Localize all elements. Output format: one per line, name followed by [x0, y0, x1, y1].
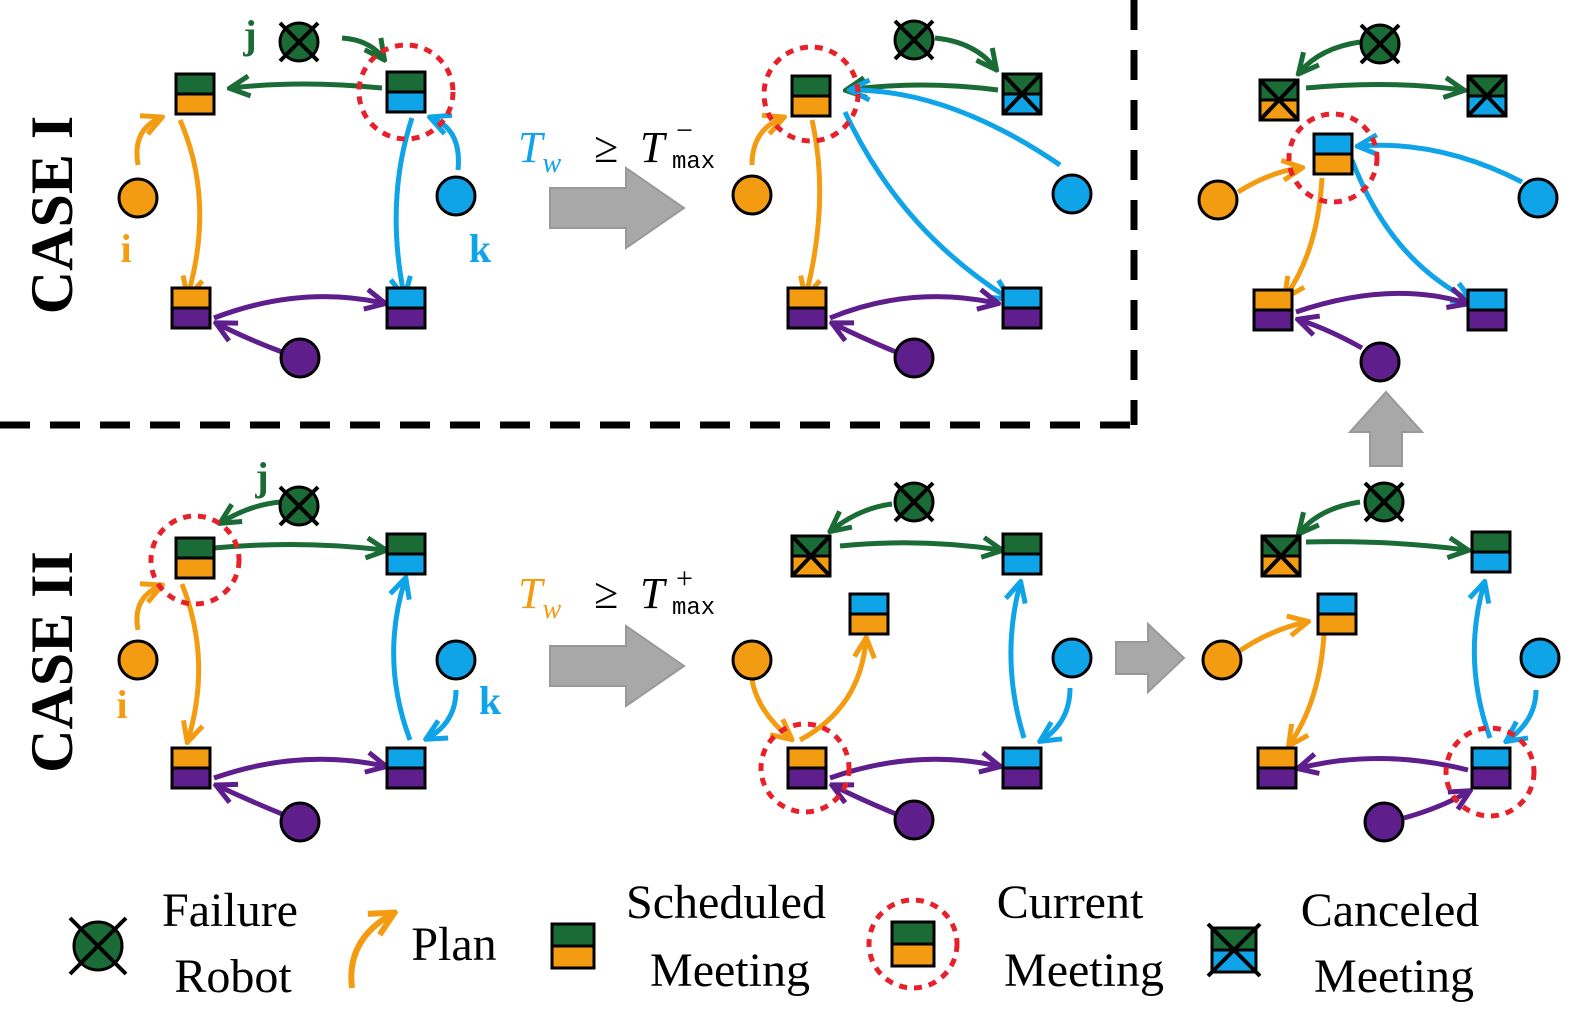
failure-robot-icon — [1359, 23, 1401, 65]
legend-plan: Plan — [411, 918, 496, 971]
case2-label: CASE II — [19, 551, 85, 773]
transition-arrow — [549, 166, 686, 250]
scheduled-meeting-icon — [1001, 746, 1043, 790]
robot-orange — [1201, 639, 1243, 681]
case2-condition: Tw ≥ T + max — [518, 562, 715, 625]
transition-arrow — [1115, 621, 1186, 695]
legend-canceled-line1: Canceled — [1301, 884, 1480, 937]
svg-text:T: T — [640, 569, 668, 618]
failure-robot-icon — [893, 19, 935, 61]
transition-arrow — [549, 624, 686, 708]
scheduled-meeting-icon — [1470, 530, 1512, 574]
legend-scheduled-line1: Scheduled — [626, 876, 826, 929]
legend-failure-line1: Failure — [162, 884, 298, 937]
case1-condition: Tw ≥ T − max — [518, 114, 715, 179]
robot-orange — [117, 639, 159, 681]
current-meeting-icon — [761, 44, 861, 144]
robot-blue — [1517, 177, 1559, 219]
scheduled-meeting-icon — [1316, 592, 1358, 636]
current-meeting-icon — [1286, 111, 1380, 205]
scheduled-meeting-icon — [550, 922, 596, 970]
scheduled-meeting-icon — [385, 532, 427, 576]
robot-purple — [1359, 341, 1401, 383]
scheduled-meeting-icon — [1252, 288, 1294, 332]
robot-blue — [1051, 173, 1093, 215]
robot-label-k: k — [479, 678, 502, 723]
robot-orange — [1197, 179, 1239, 221]
current-meeting-icon — [148, 513, 242, 607]
scheduled-meeting-icon — [786, 286, 828, 330]
svg-text:≥: ≥ — [594, 569, 618, 618]
scheduled-meeting-icon — [170, 286, 212, 330]
scheduled-meeting-icon — [1001, 532, 1043, 576]
svg-text:Tw: Tw — [518, 123, 561, 179]
robot-purple — [1363, 801, 1405, 843]
robot-orange — [731, 174, 773, 216]
current-meeting-icon — [758, 721, 852, 815]
failure-robot-icon — [278, 485, 320, 527]
legend-failure-line2: Robot — [174, 950, 292, 1003]
scheduled-meeting-icon — [1466, 288, 1508, 332]
robot-label-j: j — [242, 12, 256, 57]
scheduled-meeting-icon — [385, 746, 427, 790]
robot-blue — [435, 639, 477, 681]
canceled-meeting-icon — [1260, 534, 1302, 578]
current-meeting-icon — [866, 897, 960, 991]
robot-blue — [435, 175, 477, 217]
case2-panel3 — [1201, 481, 1561, 843]
svg-text:max: max — [672, 149, 715, 176]
robot-orange — [117, 177, 159, 219]
case2-panel2 — [731, 481, 1093, 841]
robot-purple — [279, 337, 321, 379]
legend-scheduled-line2: Meeting — [650, 944, 810, 997]
failure-robot-icon — [893, 481, 935, 523]
robot-orange — [731, 639, 773, 681]
canceled-meeting-icon — [1258, 78, 1300, 122]
failure-robot-icon — [278, 21, 320, 63]
svg-text:max: max — [672, 595, 715, 622]
svg-text:+: + — [676, 562, 693, 595]
case1-label: CASE I — [19, 116, 85, 314]
legend-canceled-line2: Meeting — [1314, 950, 1474, 1003]
case1-panel1: j i k — [117, 12, 492, 379]
svg-text:Tw: Tw — [518, 569, 561, 625]
failure-robot-icon — [68, 916, 128, 976]
robot-blue — [1519, 637, 1561, 679]
robot-label-i: i — [120, 226, 131, 271]
canceled-meeting-icon — [1206, 922, 1262, 978]
legend-current-line1: Current — [997, 876, 1144, 929]
canceled-meeting-icon — [1466, 74, 1508, 118]
case2-panel1: j i k — [116, 454, 502, 843]
case1-panel2 — [731, 19, 1093, 379]
scheduled-meeting-icon — [1256, 746, 1298, 790]
robot-purple — [893, 337, 935, 379]
canceled-meeting-icon — [1001, 72, 1043, 116]
robot-purple — [893, 799, 935, 841]
case-divider — [0, 0, 1138, 429]
transition-arrow-up — [1347, 390, 1425, 467]
svg-text:≥: ≥ — [594, 123, 618, 172]
canceled-meeting-icon — [790, 534, 832, 578]
legend-current-line2: Meeting — [1004, 944, 1164, 997]
robot-label-j: j — [254, 454, 268, 499]
scheduled-meeting-icon — [848, 592, 890, 636]
scheduled-meeting-icon — [1001, 286, 1043, 330]
legend: Failure Robot Plan Scheduled Meeting Cur… — [68, 876, 1480, 1003]
case1-panel3 — [1197, 23, 1559, 383]
robot-label-i: i — [116, 682, 127, 727]
scheduled-meeting-icon — [385, 286, 427, 330]
current-meeting-icon — [1443, 725, 1537, 819]
scheduled-meeting-icon — [174, 72, 216, 116]
plan-arrow-icon — [348, 914, 392, 989]
current-meeting-icon — [356, 42, 456, 142]
svg-text:−: − — [676, 114, 693, 147]
scheduled-meeting-icon — [170, 746, 212, 790]
failure-robot-icon — [1363, 481, 1405, 523]
robot-label-k: k — [469, 226, 492, 271]
robot-blue — [1051, 637, 1093, 679]
svg-text:T: T — [640, 123, 668, 172]
robot-purple — [279, 801, 321, 843]
